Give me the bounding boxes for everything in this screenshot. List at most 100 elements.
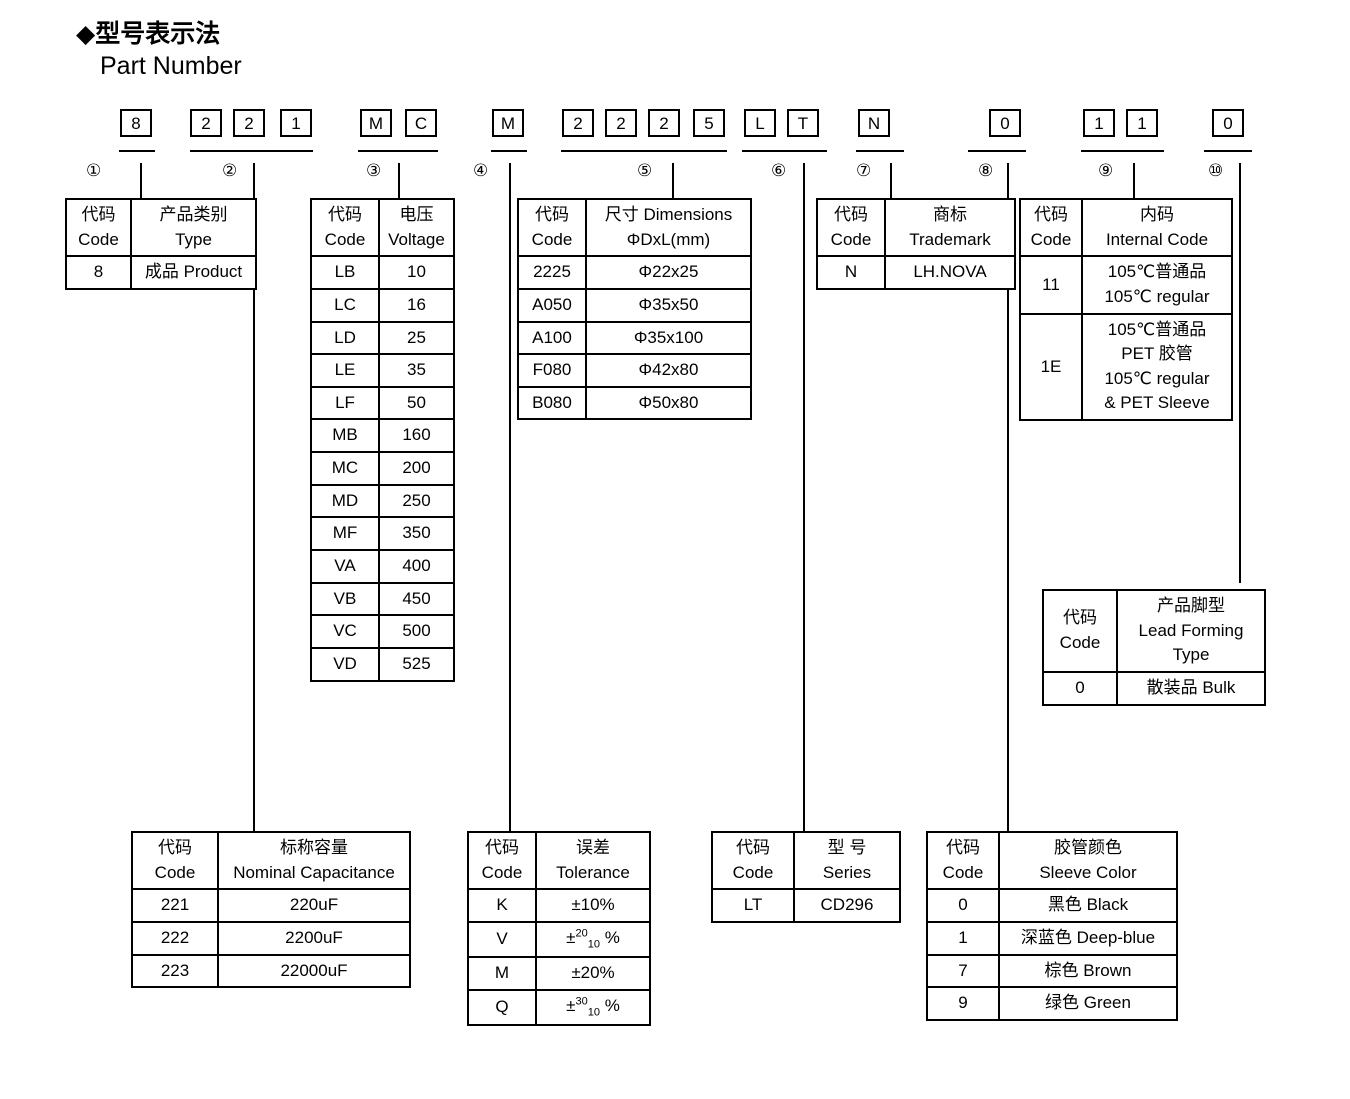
- trademark-header-value: 商标 Trademark: [884, 197, 1016, 258]
- dimensions-header-value-en: ΦDxL(mm): [626, 229, 711, 249]
- sleeve-header-code-en: Code: [942, 862, 984, 882]
- tol-row-0-code: K: [467, 888, 537, 923]
- code-char-9-1: 1: [1083, 109, 1115, 137]
- voltage-row-5-code: MB: [310, 418, 380, 454]
- dimensions-header-code-cn: 代码: [535, 205, 569, 224]
- internal-row-1-line2: PET 胶管: [1121, 344, 1193, 364]
- series-row-0-value: CD296: [793, 888, 901, 923]
- sleeve-row-0-value: 黑色 Black: [998, 888, 1178, 923]
- dimensions-header-code-en: Code: [531, 229, 573, 249]
- code-char-7-1: N: [858, 109, 890, 137]
- group-bar-10: [1204, 150, 1252, 152]
- series-header-value-en: Series: [822, 862, 872, 882]
- dimensions-row-3-code: F080: [517, 353, 587, 388]
- voltage-row-4-code: LF: [310, 385, 380, 421]
- dimensions-row-2-code: A100: [517, 320, 587, 356]
- series-row-0-code: LT: [711, 888, 795, 923]
- lead-header-code-en: Code: [1059, 632, 1101, 652]
- table-row: LT CD296: [711, 888, 901, 923]
- dimensions-header-value: 尺寸 Dimensions ΦDxL(mm): [585, 197, 752, 258]
- type-header-value: 产品类别 Type: [130, 197, 257, 258]
- internal-row-1-line4: & PET Sleeve: [1104, 393, 1210, 413]
- cap-row-1-code: 222: [131, 920, 219, 956]
- trademark-header-code-en: Code: [830, 229, 872, 249]
- trademark-header-value-en: Trademark: [909, 229, 991, 249]
- lead-header-code-cn: 代码: [1063, 608, 1097, 628]
- series-header-value: 型 号 Series: [793, 830, 901, 891]
- tol-row-0-value: ±10%: [535, 888, 651, 923]
- code-char-6-1: L: [744, 109, 776, 137]
- sleeve-row-0-code: 0: [926, 888, 1000, 923]
- type-header-value-en: Type: [175, 229, 212, 249]
- tol-row-3-sub: 10: [587, 1006, 600, 1019]
- internal-row-0-value: 105℃普通品 105℃ regular: [1081, 255, 1233, 315]
- internal-row-0-line1: 105℃普通品: [1107, 262, 1207, 282]
- voltage-row-11-value: 500: [378, 614, 455, 649]
- table-row: N LH.NOVA: [816, 255, 1016, 290]
- dimensions-row-2-value: Φ35x100: [585, 320, 752, 356]
- group-bar-8: [968, 150, 1026, 152]
- table-row: 8 成品 Product: [65, 255, 257, 290]
- code-char-3-1: M: [360, 109, 392, 137]
- lead-header-code: 代码 Code: [1042, 589, 1118, 673]
- index-marker-4: ④: [473, 161, 489, 180]
- table-internal-code: 代码 Code 内码 Internal Code 11 105℃普通品 105℃…: [1019, 197, 1233, 422]
- code-char-2-3: 1: [280, 109, 312, 137]
- trademark-row-0-value: LH.NOVA: [884, 255, 1016, 290]
- lead-header-value-cn: 产品脚型: [1157, 596, 1225, 615]
- voltage-header-code-cn: 代码: [328, 205, 362, 224]
- internal-header-value: 内码 Internal Code: [1081, 197, 1233, 258]
- code-char-6-2: T: [787, 109, 819, 137]
- connector-line-6: [803, 163, 805, 831]
- sleeve-row-2-code: 7: [926, 953, 1000, 989]
- diamond-bullet-icon: ◆: [76, 20, 96, 48]
- voltage-row-2-code: LD: [310, 320, 380, 356]
- series-header-value-cn: 型 号: [827, 838, 867, 857]
- code-char-9-2: 1: [1126, 109, 1158, 137]
- series-header-code-cn: 代码: [736, 838, 770, 857]
- tol-row-2-value: ±20%: [535, 956, 651, 991]
- voltage-header-code-en: Code: [324, 229, 366, 249]
- page-title-en: Part Number: [100, 52, 242, 80]
- code-char-2-1: 2: [190, 109, 222, 137]
- voltage-row-12-code: VD: [310, 646, 380, 682]
- connector-line-2: [253, 163, 255, 831]
- cap-header-code: 代码 Code: [131, 830, 219, 891]
- lead-row-0-value: 散装品 Bulk: [1116, 670, 1266, 706]
- cap-row-0-code: 221: [131, 888, 219, 923]
- lead-header-value: 产品脚型 Lead Forming Type: [1116, 589, 1266, 673]
- type-header-code-cn: 代码: [81, 205, 116, 224]
- table-series: 代码 Code 型 号 Series LT CD296: [711, 830, 901, 923]
- dimensions-row-4-code: B080: [517, 385, 587, 421]
- voltage-row-2-value: 25: [378, 320, 455, 356]
- sleeve-row-2-value: 棕色 Brown: [998, 953, 1178, 989]
- voltage-row-6-code: MC: [310, 451, 380, 486]
- sleeve-header-code-cn: 代码: [946, 838, 980, 857]
- voltage-row-11-code: VC: [310, 614, 380, 649]
- voltage-row-5-value: 160: [378, 418, 455, 454]
- table-row: 代码 Code 标称容量 Nominal Capacitance: [131, 830, 411, 891]
- voltage-header-value-cn: 电压: [399, 205, 434, 224]
- voltage-header-value: 电压 Voltage: [378, 197, 455, 258]
- voltage-row-9-value: 400: [378, 549, 455, 584]
- group-bar-9: [1081, 150, 1164, 152]
- trademark-header-value-cn: 商标: [933, 205, 967, 224]
- internal-row-1-line1: 105℃普通品: [1107, 319, 1207, 339]
- connector-line-5: [672, 163, 674, 198]
- connector-line-8: [1007, 163, 1009, 831]
- dimensions-row-0-value: Φ22x25: [585, 255, 752, 290]
- index-marker-1: ①: [86, 161, 102, 180]
